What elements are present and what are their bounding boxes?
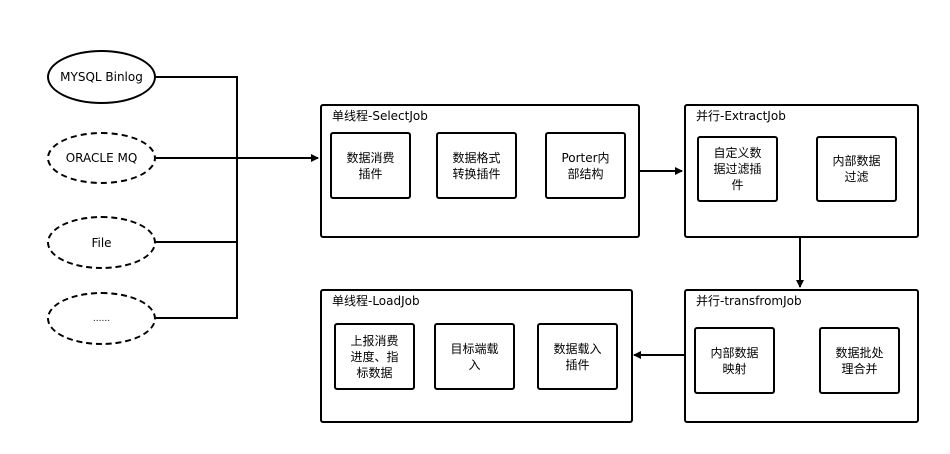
source-line-file — [156, 158, 238, 243]
source-label: MYSQL Binlog — [60, 70, 143, 84]
step-label: Porter内 部结构 — [561, 150, 610, 181]
step-report-progress-metrics: 上报消费 进度、指 标数据 — [334, 323, 415, 390]
step-data-consume-plugin: 数据消费 插件 — [330, 132, 411, 199]
step-label: 上报消费 进度、指 标数据 — [350, 333, 399, 380]
stage-title: 单线程-SelectJob — [332, 109, 428, 123]
step-label: 自定义数 据过滤插 件 — [713, 146, 762, 192]
step-label: 数据消费 插件 — [346, 150, 395, 181]
stage-title: 单线程-LoadJob — [332, 294, 420, 308]
step-label: 数据格式 转换插件 — [452, 150, 501, 181]
source-oracle-mq: ORACLE MQ — [47, 132, 156, 184]
source-file: File — [47, 216, 156, 269]
step-data-load-plugin: 数据载入 插件 — [537, 323, 618, 390]
source-mysql-binlog: MYSQL Binlog — [47, 50, 156, 104]
source-label: File — [91, 235, 112, 250]
step-porter-internal-structure: Porter内 部结构 — [545, 132, 626, 199]
step-label: 内部数据 映射 — [710, 345, 759, 376]
source-label: ...... — [92, 313, 111, 324]
source-more: ...... — [47, 292, 156, 345]
step-internal-data-filter: 内部数据 过滤 — [816, 136, 897, 202]
source-line-mysql — [156, 76, 238, 158]
step-label: 内部数据 过滤 — [832, 154, 881, 184]
step-format-convert-plugin: 数据格式 转换插件 — [436, 132, 517, 199]
step-internal-data-mapping: 内部数据 映射 — [694, 327, 775, 394]
step-label: 数据批处 理合并 — [835, 345, 884, 376]
stage-title: 并行-ExtractJob — [696, 109, 786, 123]
step-label: 目标端载 入 — [450, 341, 499, 372]
step-batch-merge: 数据批处 理合并 — [819, 327, 900, 394]
stage-title: 并行-transfromJob — [696, 294, 802, 308]
step-custom-filter-plugin: 自定义数 据过滤插 件 — [697, 136, 778, 202]
step-label: 数据载入 插件 — [553, 341, 602, 372]
source-line-more — [156, 242, 238, 319]
source-label: ORACLE MQ — [65, 151, 138, 165]
step-target-load: 目标端载 入 — [434, 323, 515, 390]
